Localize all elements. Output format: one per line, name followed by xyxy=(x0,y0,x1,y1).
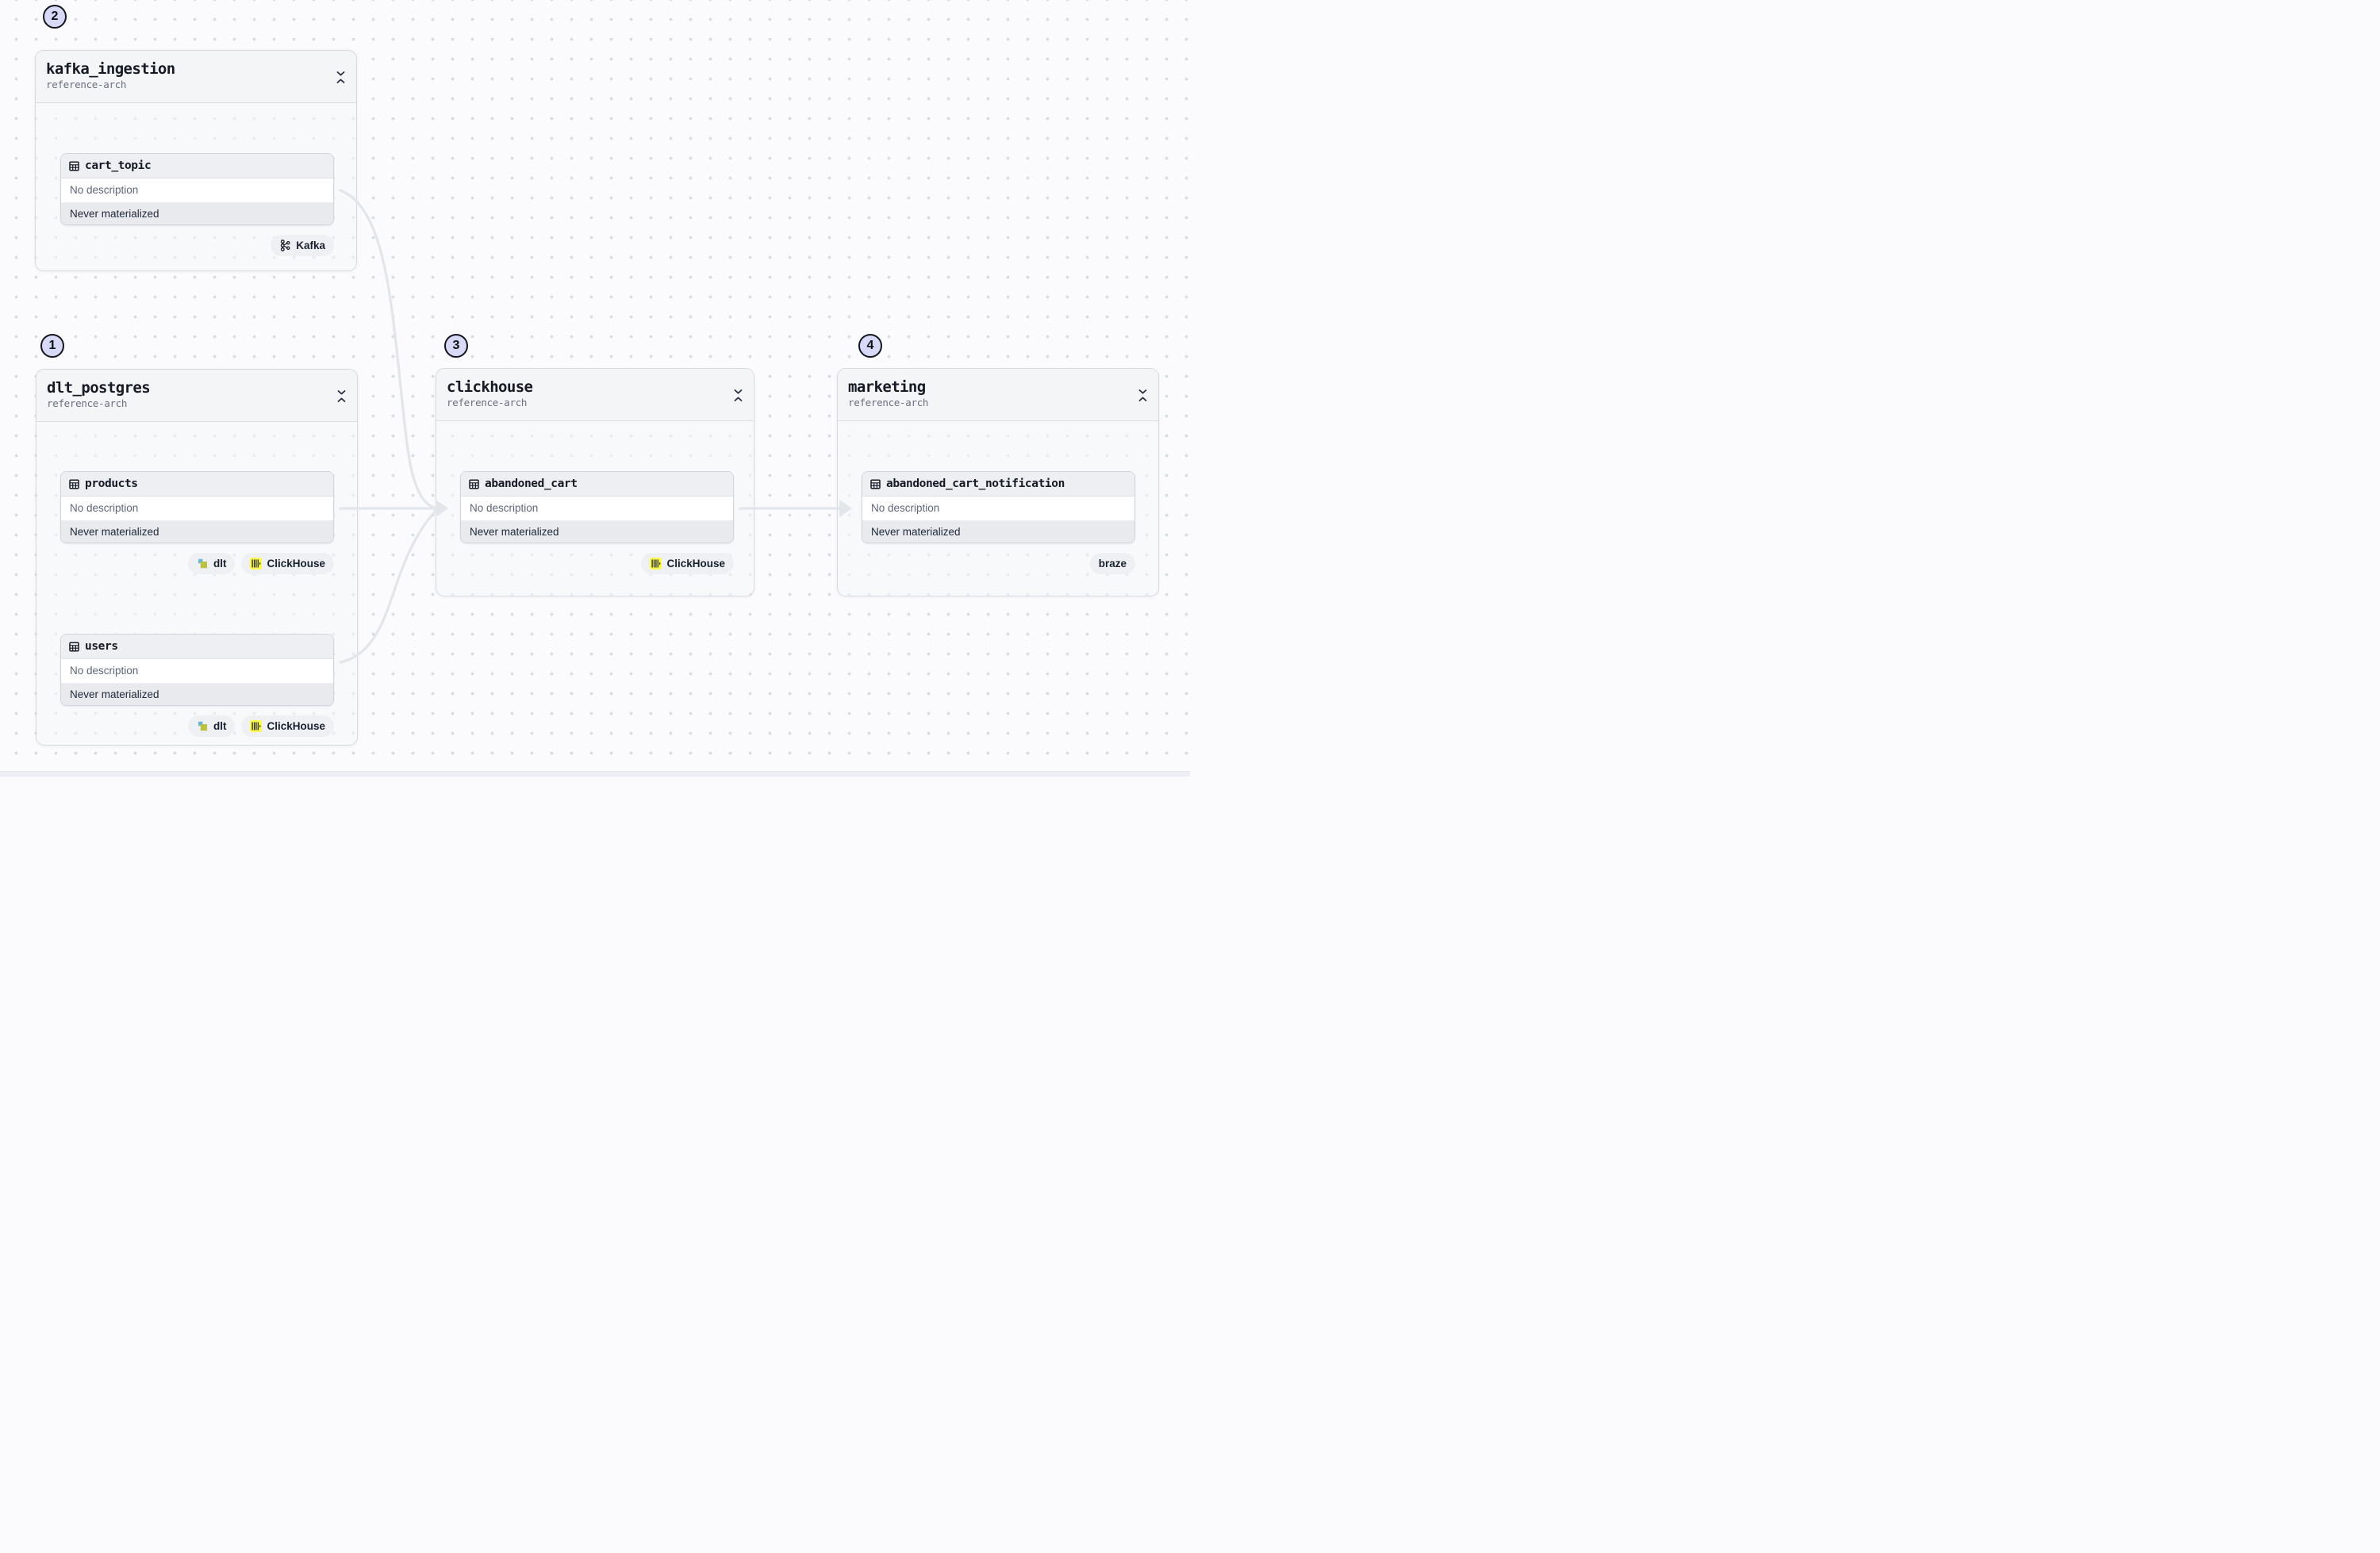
table-icon xyxy=(870,479,881,489)
group-subtitle: reference-arch xyxy=(447,397,528,408)
asset-status: Never materialized xyxy=(61,684,333,705)
group-title: marketing xyxy=(848,378,926,396)
asset-tags-row: ClickHouse xyxy=(460,553,734,574)
group-title: clickhouse xyxy=(447,378,533,396)
asset-graph-canvas[interactable]: 2 1 3 4 kafka_ingestion reference-arch xyxy=(0,0,1190,776)
asset-status: Never materialized xyxy=(61,203,333,224)
tag-label: Kafka xyxy=(296,240,325,251)
asset-name: abandoned_cart_notification xyxy=(886,477,1065,490)
tag-label: dlt xyxy=(213,558,227,569)
dlt-icon xyxy=(198,721,207,731)
collapse-group-icon[interactable] xyxy=(733,389,743,402)
asset-card-products[interactable]: products No description Never materializ… xyxy=(60,471,334,543)
kafka-icon xyxy=(281,240,290,251)
group-title: kafka_ingestion xyxy=(46,60,175,78)
collapse-group-icon[interactable] xyxy=(336,389,347,403)
tag-braze: braze xyxy=(1089,553,1135,574)
asset-tags-row: dlt ClickHouse xyxy=(60,715,334,737)
clickhouse-icon xyxy=(650,558,662,569)
group-marketing: marketing reference-arch abandoned_cart xyxy=(837,368,1159,596)
step-marker-1: 1 xyxy=(40,334,64,358)
asset-description: No description xyxy=(61,497,333,521)
asset-tags-row: Kafka xyxy=(60,235,334,256)
tag-label: ClickHouse xyxy=(666,558,725,569)
canvas-bottom-strip xyxy=(0,771,1190,776)
asset-tags-row: dlt ClickHouse xyxy=(60,553,334,574)
group-header-dlt-postgres[interactable]: dlt_postgres reference-arch xyxy=(36,370,357,422)
asset-card-users[interactable]: users No description Never materialized xyxy=(60,634,334,706)
group-clickhouse: clickhouse reference-arch abandoned_car xyxy=(436,368,754,596)
step-marker-4: 4 xyxy=(858,334,882,358)
tag-label: ClickHouse xyxy=(267,558,325,569)
group-title: dlt_postgres xyxy=(47,379,151,397)
group-header-marketing[interactable]: marketing reference-arch xyxy=(838,369,1158,421)
asset-card-header: products xyxy=(61,472,333,497)
tag-dlt: dlt xyxy=(187,715,236,737)
tag-label: dlt xyxy=(213,720,227,732)
clickhouse-icon xyxy=(250,558,263,569)
table-icon xyxy=(469,479,479,489)
asset-card-header: cart_topic xyxy=(61,154,333,178)
asset-card-header: abandoned_cart_notification xyxy=(862,472,1134,497)
group-header-clickhouse[interactable]: clickhouse reference-arch xyxy=(436,369,754,421)
asset-tags-row: braze xyxy=(862,553,1135,574)
table-icon xyxy=(69,642,79,651)
tag-clickhouse: ClickHouse xyxy=(241,553,334,574)
asset-name: products xyxy=(85,477,138,490)
step-marker-3: 3 xyxy=(444,334,468,358)
group-kafka-ingestion: kafka_ingestion reference-arch cart_top xyxy=(35,50,357,271)
asset-description: No description xyxy=(61,659,333,684)
collapse-group-icon[interactable] xyxy=(1138,389,1148,402)
tag-clickhouse: ClickHouse xyxy=(241,715,334,737)
asset-description: No description xyxy=(61,178,333,203)
group-header-kafka-ingestion[interactable]: kafka_ingestion reference-arch xyxy=(36,51,356,103)
asset-card-abandoned-cart-notification[interactable]: abandoned_cart_notification No descripti… xyxy=(862,471,1135,543)
table-icon xyxy=(69,161,79,171)
group-subtitle: reference-arch xyxy=(848,397,929,408)
asset-name: users xyxy=(85,640,118,653)
tag-kafka: Kafka xyxy=(271,235,334,256)
asset-card-cart-topic[interactable]: cart_topic No description Never material… xyxy=(60,153,334,225)
asset-description: No description xyxy=(461,497,733,521)
tag-clickhouse: ClickHouse xyxy=(641,553,734,574)
asset-name: cart_topic xyxy=(85,159,152,172)
group-subtitle: reference-arch xyxy=(46,79,127,90)
tag-label: ClickHouse xyxy=(267,720,325,732)
asset-card-header: users xyxy=(61,635,333,659)
asset-name: abandoned_cart xyxy=(485,477,578,490)
asset-card-abandoned-cart[interactable]: abandoned_cart No description Never mate… xyxy=(460,471,734,543)
table-icon xyxy=(69,479,79,489)
group-subtitle: reference-arch xyxy=(47,397,128,409)
asset-status: Never materialized xyxy=(862,521,1134,543)
group-dlt-postgres: dlt_postgres reference-arch produ xyxy=(36,369,358,746)
asset-card-header: abandoned_cart xyxy=(461,472,733,497)
clickhouse-icon xyxy=(250,720,263,732)
dlt-icon xyxy=(198,558,207,569)
step-marker-2: 2 xyxy=(43,5,67,29)
collapse-group-icon[interactable] xyxy=(336,71,346,84)
asset-status: Never materialized xyxy=(461,521,733,543)
asset-status: Never materialized xyxy=(61,521,333,543)
tag-label: braze xyxy=(1098,558,1127,569)
asset-description: No description xyxy=(862,497,1134,521)
tag-dlt: dlt xyxy=(187,553,236,574)
